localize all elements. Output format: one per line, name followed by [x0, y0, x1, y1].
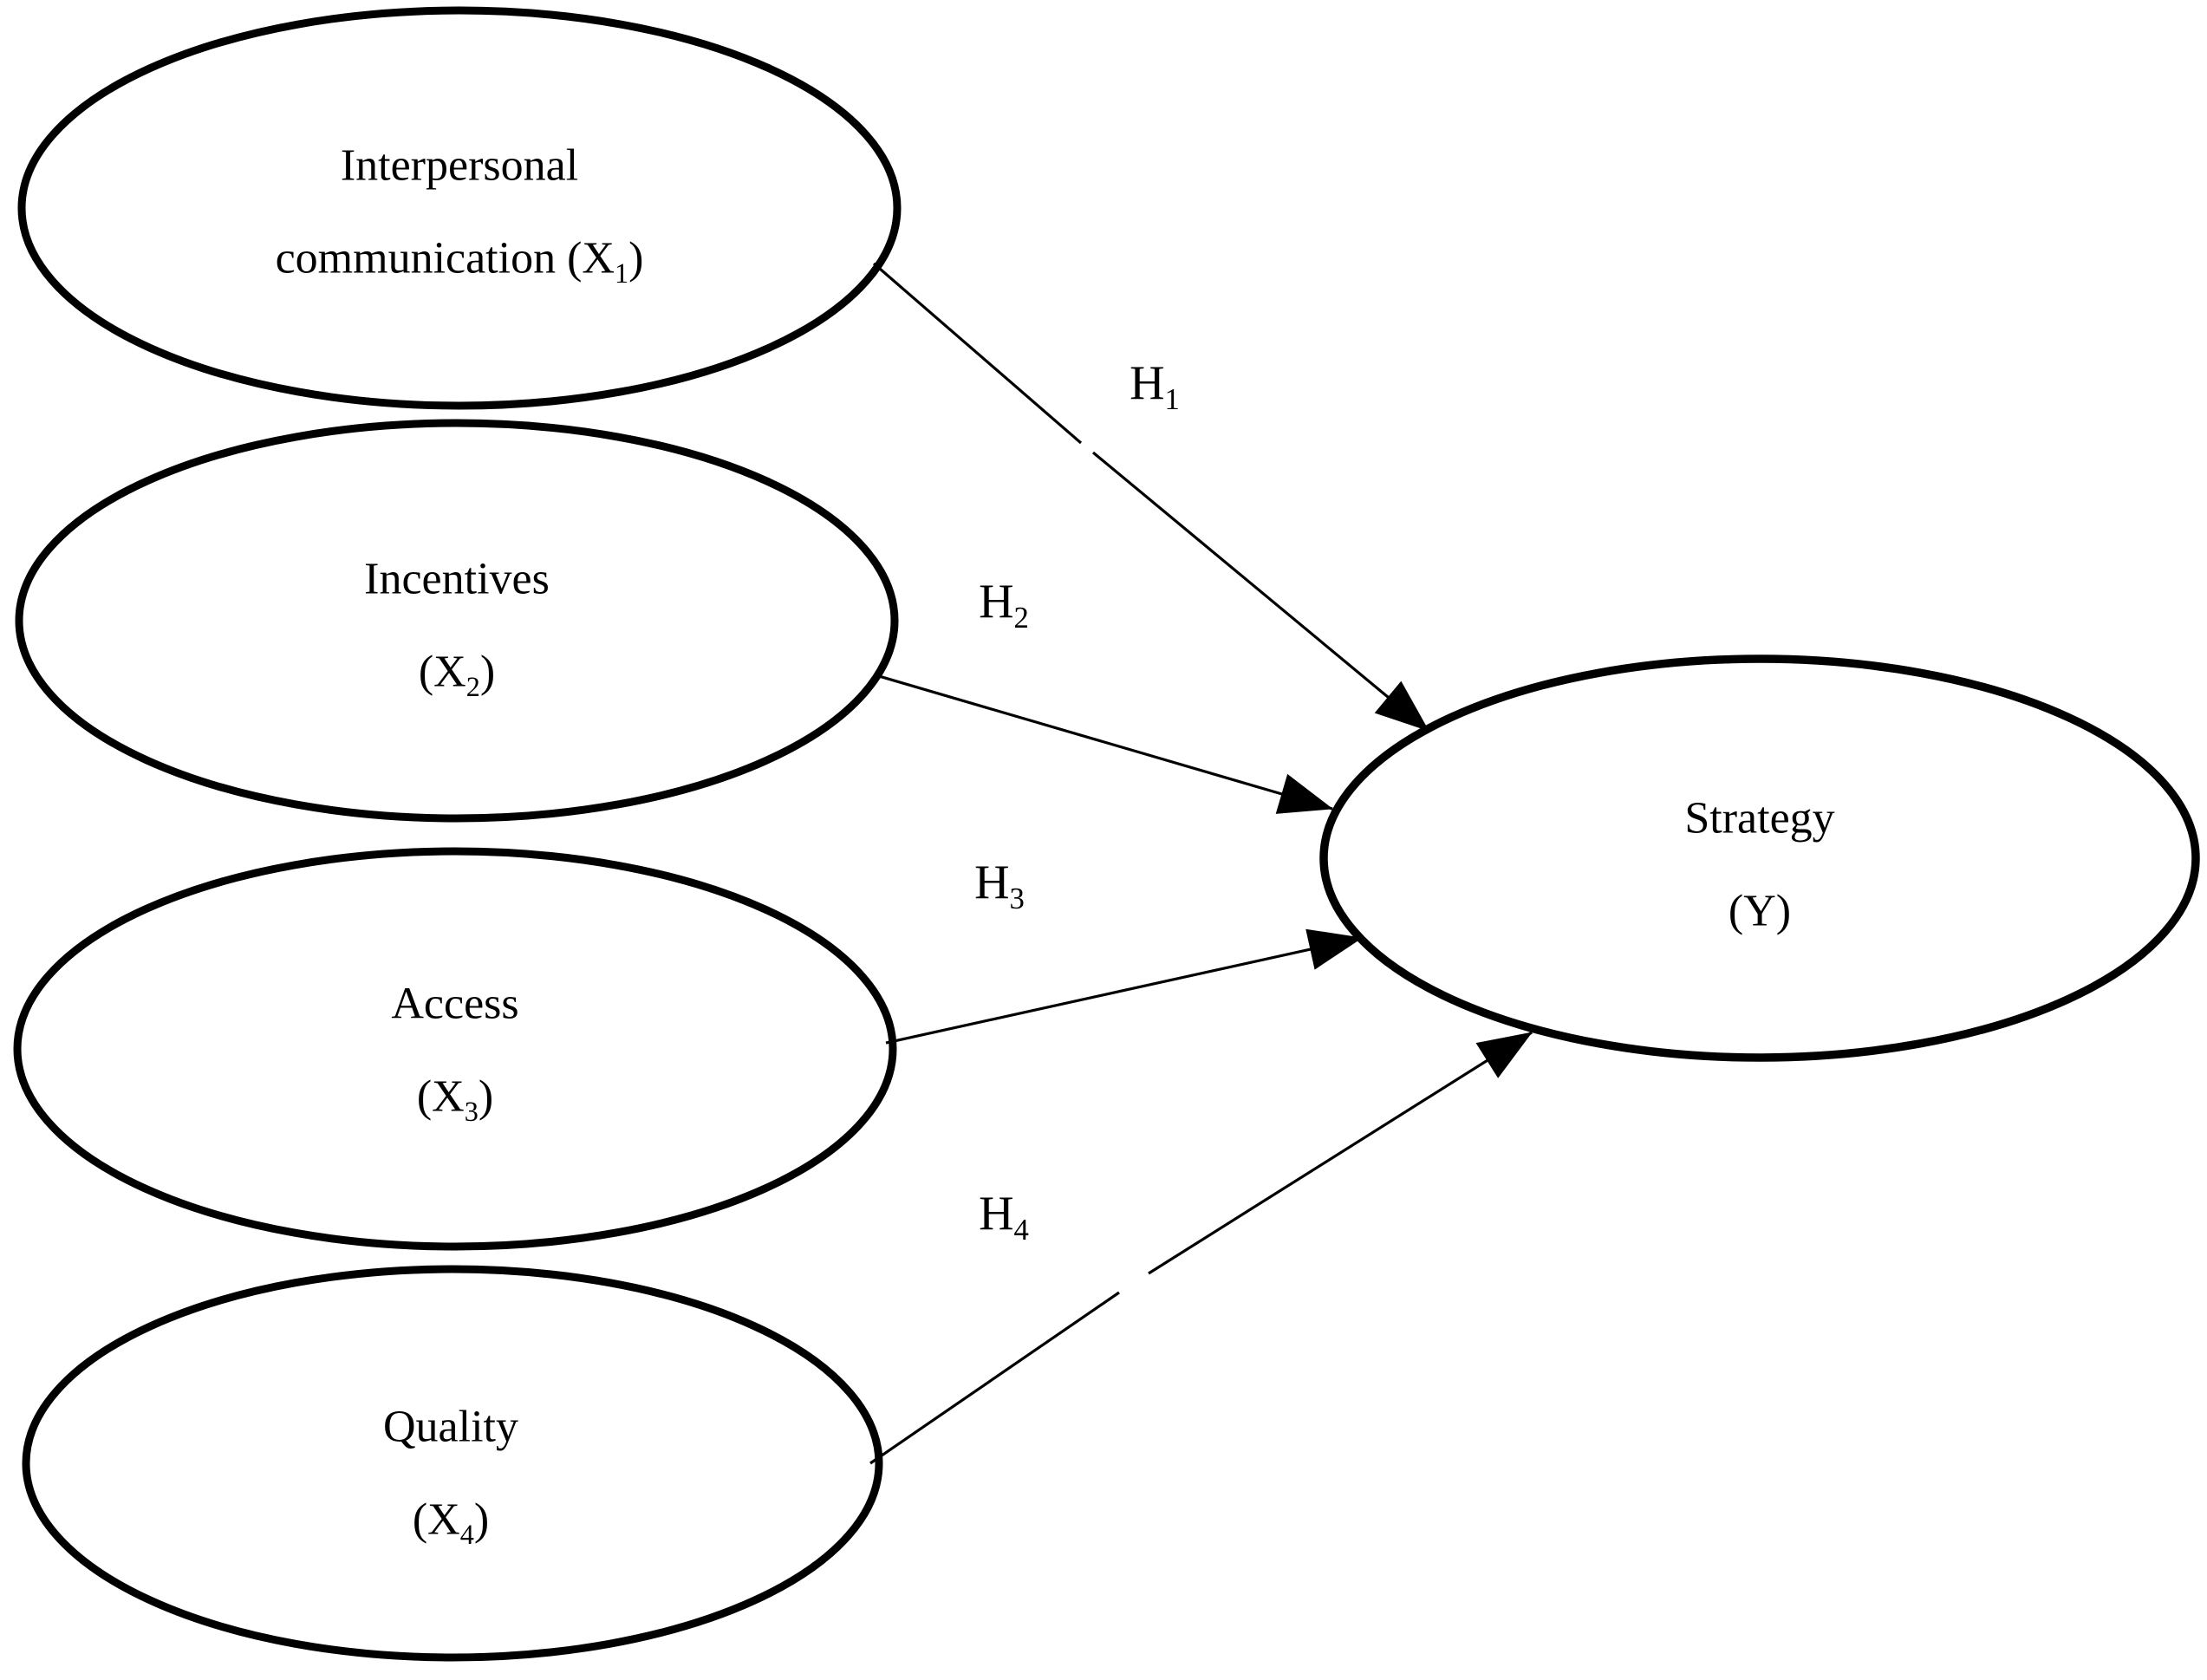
edge-arrow-h3-line [885, 928, 1363, 1045]
edge-arrow-h4-segment-b [1148, 1031, 1533, 1275]
node-label-x1-line2-close: ) [628, 233, 644, 283]
edge-label-h2-base: H [979, 575, 1014, 628]
node-label-x4-line2-text: (X [412, 1494, 460, 1544]
node-ellipse-x2 [15, 419, 899, 823]
node-label-y-line2-close: ) [1775, 886, 1792, 935]
node-label-x3-line1: Access [391, 979, 519, 1029]
edge-arrow-h2 [878, 674, 1333, 814]
edge-arrow-h1-segment-a [872, 262, 1083, 445]
node-label-x3-line2: (X3) [391, 1051, 518, 1143]
edge-arrow-h1-segment-b [1091, 451, 1430, 733]
edge-arrow-h2-line [878, 674, 1333, 814]
node-ellipse-x4 [22, 1265, 883, 1662]
edge-label-h1: H1 [1130, 356, 1180, 414]
node-label-x2-line2: (X2) [364, 626, 550, 719]
node-label-x1-line2-text: communication (X [275, 233, 615, 283]
edge-label-h3-subscript: 3 [1009, 882, 1025, 916]
node-label-x4-line2-close: ) [473, 1494, 490, 1544]
node-label-x1-line1: Interpersonal [340, 140, 579, 191]
edge-arrow-h1 [872, 262, 1430, 733]
node-label-x4-subscript: 4 [459, 1518, 474, 1550]
node-label-y-line2-text: (Y [1728, 886, 1776, 935]
node-label-x2: Incentives (X2) [364, 533, 550, 718]
node-label-x2-line2-close: ) [479, 647, 496, 696]
edge-label-h2-subscript: 2 [1013, 601, 1029, 635]
edge-label-h4-base: H [979, 1187, 1014, 1240]
node-label-x3-line2-close: ) [478, 1071, 494, 1121]
node-ellipse-y [1319, 654, 2200, 1062]
edge-arrow-h3 [885, 928, 1363, 1045]
edge-label-h3: H3 [974, 856, 1025, 914]
edge-label-h2: H2 [979, 575, 1029, 633]
node-label-x1-line2: communication (X1) [276, 212, 644, 305]
edge-label-h3-base: H [974, 856, 1010, 909]
node-label-x1: Interpersonal communication (X1) [276, 120, 644, 304]
node-label-x2-subscript: 2 [465, 670, 480, 702]
edge-label-h1-subscript: 1 [1164, 382, 1180, 417]
node-ellipse-x1 [17, 6, 902, 410]
node-label-x3-subscript: 3 [464, 1095, 479, 1127]
edge-arrow-h4 [869, 1031, 1533, 1465]
node-label-x4: Quality (X4) [383, 1381, 518, 1566]
edge-arrow-h4-segment-a [869, 1291, 1120, 1465]
node-label-y: Strategy (Y) [1684, 772, 1834, 957]
node-label-x2-line2-text: (X [418, 647, 466, 696]
edge-label-h4: H4 [979, 1187, 1029, 1245]
node-label-y-line1: Strategy [1684, 793, 1835, 843]
node-label-x3: Access (X3) [391, 958, 518, 1143]
node-ellipse-x3 [13, 847, 897, 1251]
node-label-x1-subscript: 1 [614, 257, 629, 289]
edge-label-h1-base: H [1130, 356, 1165, 410]
node-label-y-line2: (Y) [1684, 865, 1834, 958]
node-label-x4-line1: Quality [383, 1402, 518, 1452]
node-label-x3-line2-text: (X [416, 1071, 465, 1121]
node-label-x4-line2: (X4) [383, 1474, 518, 1566]
node-label-x2-line1: Incentives [364, 554, 550, 604]
edge-label-h4-subscript: 4 [1013, 1213, 1029, 1247]
